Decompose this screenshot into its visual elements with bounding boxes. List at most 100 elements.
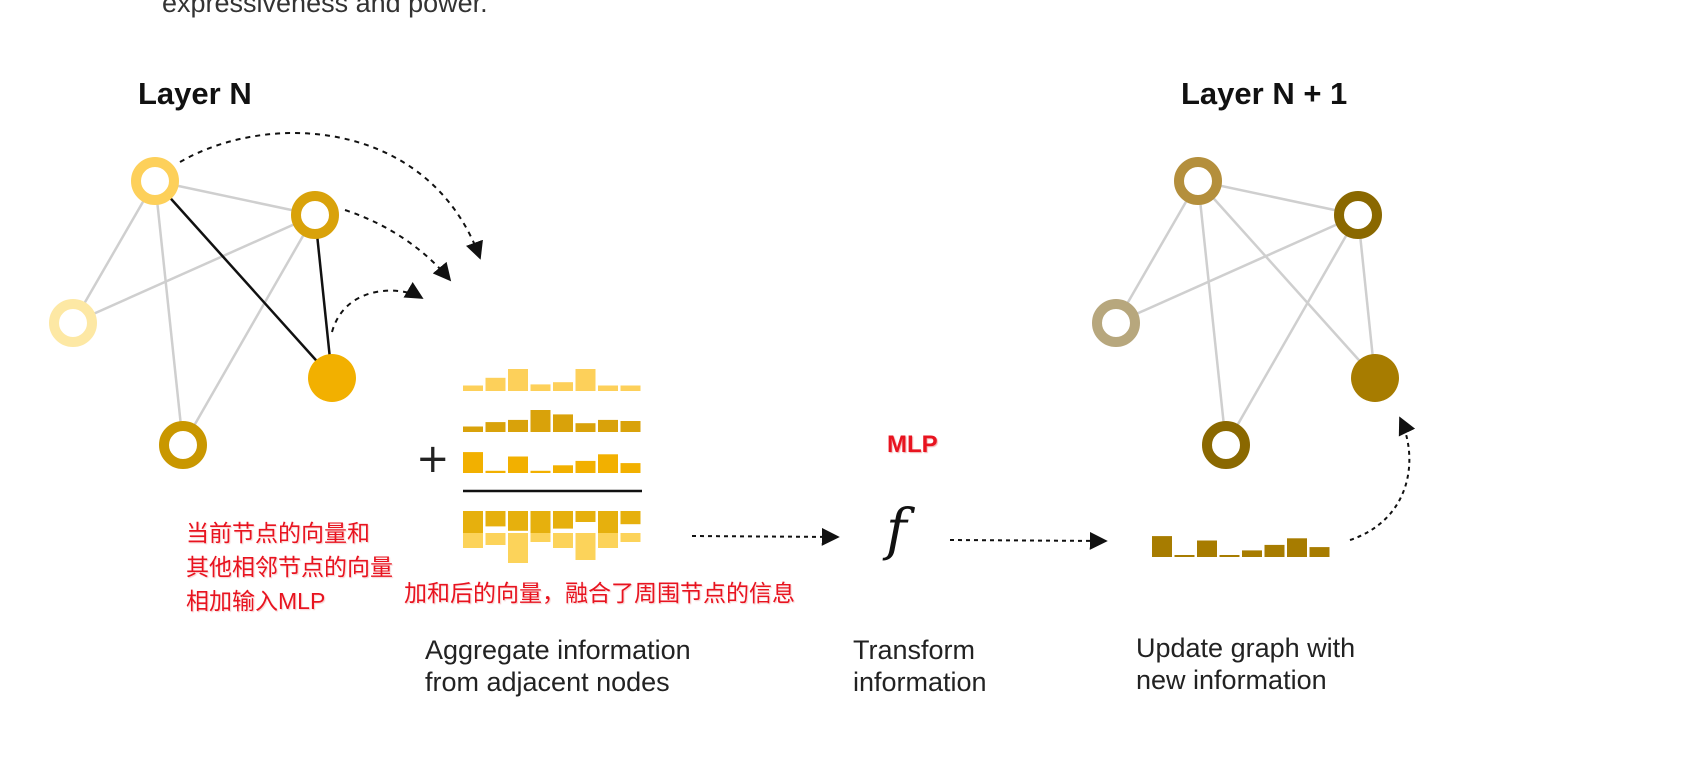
vector-bar	[1174, 555, 1195, 557]
note-left: 当前节点的向量和 其他相邻节点的向量 相加输入MLP	[186, 516, 393, 618]
vector-bar	[463, 385, 483, 391]
vector-target	[463, 452, 641, 473]
vector-bar	[575, 423, 596, 432]
node-r1	[1174, 157, 1222, 205]
vector-bar	[530, 384, 551, 391]
layer-n-title: Layer N	[138, 76, 252, 111]
vector-bar	[485, 377, 506, 391]
vector-bar	[485, 511, 506, 527]
edge	[1197, 180, 1376, 379]
vector-bar	[1309, 547, 1330, 557]
layer-n-plus-1-title: Layer N + 1	[1181, 76, 1348, 111]
caption-transform-line-1: Transform	[853, 635, 976, 665]
left-graph-edges	[71, 179, 334, 446]
vector-bar	[575, 511, 596, 522]
edge	[1224, 214, 1360, 446]
vector-bar	[508, 511, 528, 531]
mlp-label: MLP	[887, 431, 938, 458]
vector-bar	[598, 454, 618, 473]
vector-bar	[463, 452, 483, 473]
vector-bar	[598, 533, 618, 548]
node-target	[308, 354, 356, 402]
vector-bar	[1242, 550, 1262, 557]
vector-bar	[508, 419, 528, 432]
top-cut-text: expressiveness and power.	[162, 0, 488, 18]
edge	[1115, 213, 1359, 325]
edge-active	[154, 180, 333, 379]
node-bottom	[159, 421, 207, 469]
vector-bar	[620, 511, 641, 525]
arrow-neighbor-b	[344, 209, 452, 282]
vector-bar	[530, 410, 551, 432]
vector-bar	[485, 470, 506, 473]
vector-bar	[1219, 555, 1240, 557]
edge	[1356, 214, 1377, 379]
vector-bar	[463, 511, 483, 533]
vector-bar	[620, 421, 641, 432]
vector-bar	[530, 511, 551, 533]
node-light	[131, 157, 179, 205]
vector-bar	[485, 533, 506, 545]
flow-arrows	[691, 416, 1416, 550]
edge	[153, 180, 185, 446]
caption-aggregate-line-2: from adjacent nodes	[425, 667, 670, 697]
vector-bar	[463, 533, 483, 548]
edge-active	[313, 214, 334, 379]
node-r2	[1334, 191, 1382, 239]
arrow-to-update	[949, 531, 1108, 550]
vector-bar	[485, 422, 506, 432]
note-sum: 加和后的向量，融合了周围节点的信息	[404, 580, 795, 606]
node-r3	[1092, 299, 1140, 347]
vector-bar	[598, 511, 618, 533]
caption-update-line-1: Update graph with	[1136, 633, 1356, 663]
edge	[1197, 179, 1359, 217]
node-pale	[49, 299, 97, 347]
note-left-line-2: 其他相邻节点的向量	[186, 554, 393, 580]
vector-bar	[575, 369, 596, 391]
arrow-target	[331, 282, 424, 333]
caption-update: Update graph with new information	[1136, 632, 1355, 696]
caption-aggregate-line-1: Aggregate information	[425, 635, 691, 665]
vector-bar	[508, 533, 528, 563]
vector-bar	[553, 465, 573, 473]
plus-symbol: +	[416, 436, 450, 482]
right-graph-edges	[1114, 179, 1377, 446]
edge	[154, 179, 316, 217]
arrow-to-graph	[1349, 416, 1416, 541]
vector-bar	[598, 419, 618, 432]
right-graph-nodes	[1092, 157, 1399, 469]
vector-bar	[553, 511, 573, 529]
vector-neighbor-b	[463, 410, 641, 432]
vector-bar	[620, 463, 641, 473]
vector-bar	[530, 470, 551, 473]
edge	[71, 180, 157, 324]
vector-bar	[575, 533, 596, 560]
vector-bar	[1197, 540, 1217, 557]
arrow-neighbor-a	[179, 132, 483, 260]
function-symbol: f	[886, 498, 907, 563]
vector-bar	[553, 533, 573, 548]
edge	[72, 213, 316, 325]
arrow-to-transform	[691, 527, 840, 546]
node-r5	[1202, 421, 1250, 469]
caption-transform: Transform information	[853, 634, 987, 698]
vector-bar	[1152, 536, 1172, 557]
vector-bar	[1264, 544, 1285, 557]
caption-transform-line-2: information	[853, 667, 987, 697]
left-graph-nodes	[49, 157, 356, 469]
note-left-line-1: 当前节点的向量和	[186, 520, 370, 546]
vector-bar	[508, 369, 528, 391]
vector-bar	[508, 456, 528, 473]
vector-neighbor-a	[463, 369, 641, 391]
aggregation-arrows	[179, 132, 483, 333]
node-mid	[291, 191, 339, 239]
vector-bar	[598, 385, 618, 391]
vector-bar	[553, 414, 573, 432]
vector-summed	[463, 511, 641, 563]
vector-bar	[620, 385, 641, 391]
vector-bar	[575, 460, 596, 473]
edge	[181, 214, 317, 446]
vector-bar	[530, 533, 551, 542]
vector-updated	[1152, 536, 1330, 557]
